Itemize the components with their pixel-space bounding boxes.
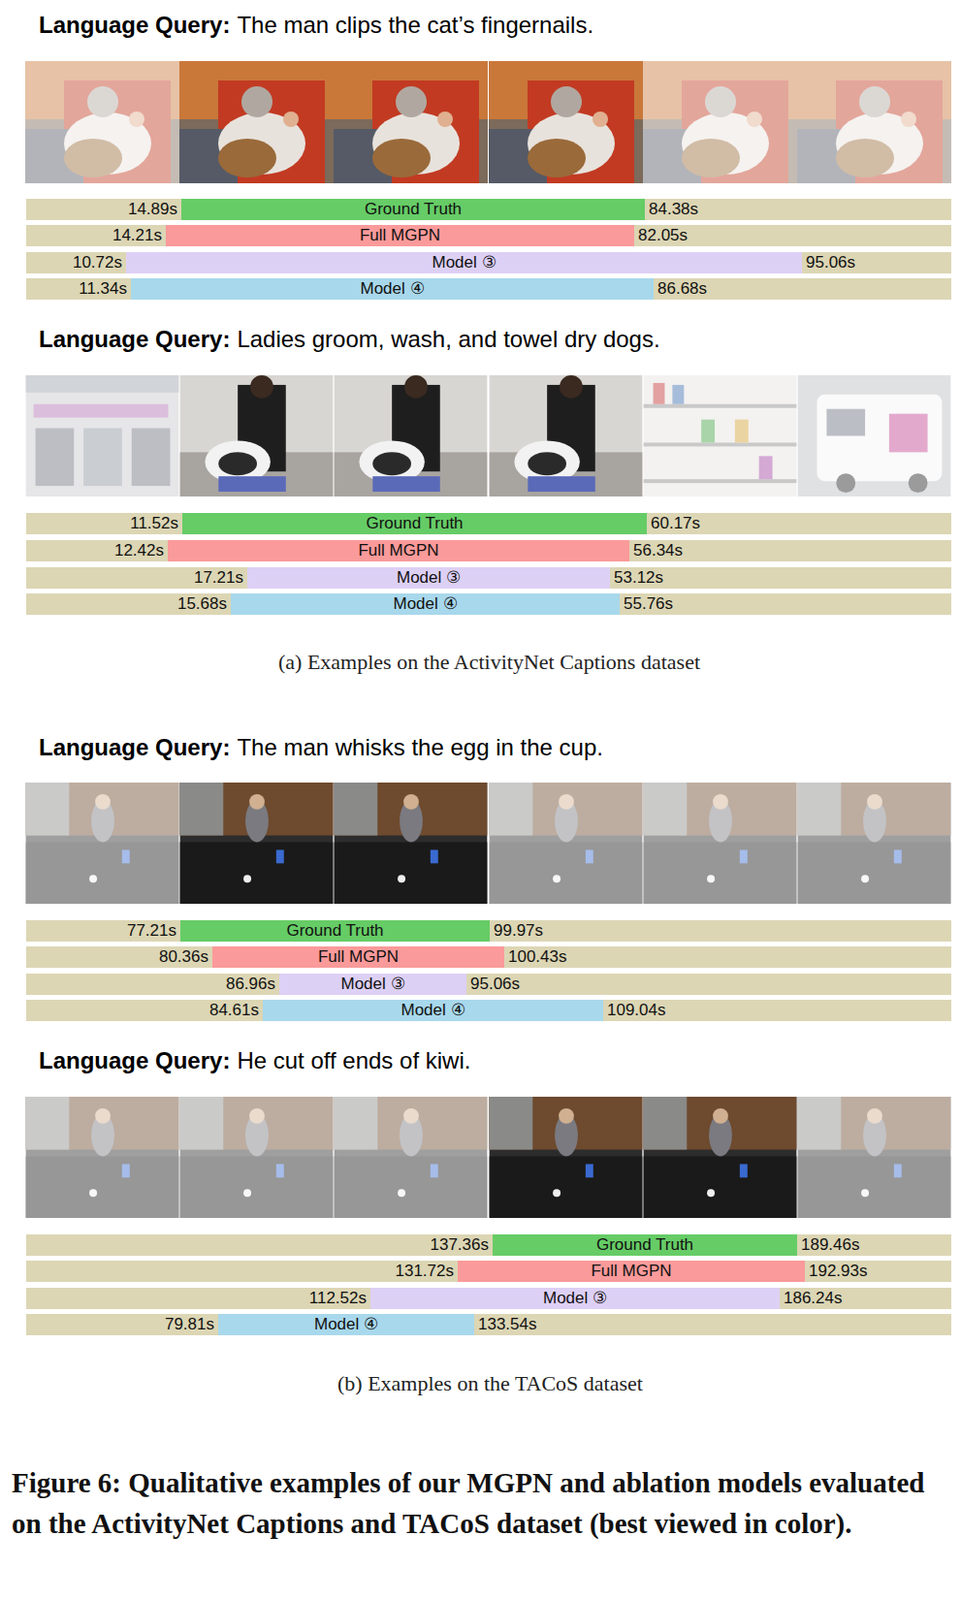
- model-name: Ground Truth: [596, 1234, 694, 1256]
- timeline-bar: Model ③ 10.72s 95.06s: [26, 252, 952, 274]
- interval-segment: Model ④: [230, 593, 620, 615]
- model-name: Model ④: [392, 593, 457, 615]
- start-time: 10.72s: [72, 252, 123, 274]
- end-time: 109.04s: [607, 999, 667, 1022]
- subfigure-caption: (b) Examples on the TACoS dataset: [337, 1371, 643, 1397]
- model-name: Model ④: [400, 999, 465, 1022]
- interval-segment: Ground Truth: [181, 198, 645, 221]
- timeline-bar: Model ④ 84.61s 109.04s: [26, 999, 952, 1022]
- timeline-bar: Model ③ 17.21s 53.12s: [26, 567, 952, 589]
- model-name: Ground Truth: [364, 198, 462, 221]
- end-time: 56.34s: [633, 540, 683, 562]
- end-time: 84.38s: [648, 198, 699, 221]
- end-time: 55.76s: [623, 593, 673, 615]
- end-time: 186.24s: [783, 1287, 843, 1310]
- start-time: 12.42s: [114, 540, 164, 562]
- end-time: 95.06s: [805, 252, 856, 274]
- start-time: 11.52s: [129, 512, 179, 535]
- timeline-bar: Full MGPN 131.72s 192.93s: [26, 1260, 952, 1282]
- start-time: 14.21s: [112, 224, 162, 247]
- model-name: Ground Truth: [286, 920, 384, 942]
- query-label: Language Query:: [38, 11, 230, 39]
- query-label: Language Query:: [38, 734, 230, 762]
- model-name: Full MGPN: [318, 946, 399, 968]
- start-time: 77.21s: [127, 920, 177, 942]
- model-name: Full MGPN: [359, 224, 441, 247]
- interval-segment: Model ③: [370, 1287, 780, 1310]
- timeline-bar: Ground Truth 14.89s 84.38s: [26, 198, 952, 221]
- end-time: 99.97s: [493, 920, 544, 942]
- end-time: 192.93s: [808, 1260, 868, 1282]
- model-name: Model ④: [359, 278, 424, 300]
- figure-caption: Figure 6: Qualitative examples of our MG…: [11, 1462, 951, 1544]
- query-text: Ladies groom, wash, and towel dry dogs.: [236, 325, 660, 353]
- timeline-bar: Ground Truth 77.21s 99.97s: [26, 920, 952, 942]
- timeline-bar: Model ③ 112.52s 186.24s: [26, 1287, 952, 1310]
- interval-segment: Model ③: [126, 252, 802, 274]
- interval-segment: Full MGPN: [165, 224, 635, 247]
- interval-segment: Model ④: [218, 1313, 475, 1336]
- end-time: 60.17s: [650, 512, 701, 535]
- model-name: Model ③: [543, 1287, 608, 1310]
- model-name: Model ③: [396, 567, 461, 589]
- timeline-bar: Full MGPN 14.21s 82.05s: [26, 224, 952, 247]
- query-label: Language Query:: [38, 325, 230, 353]
- end-time: 133.54s: [478, 1313, 538, 1336]
- start-time: 80.36s: [159, 946, 209, 968]
- interval-segment: Full MGPN: [167, 540, 630, 562]
- start-time: 17.21s: [193, 567, 244, 589]
- timeline-bar: Ground Truth 137.36s 189.46s: [26, 1234, 952, 1256]
- model-name: Ground Truth: [365, 512, 463, 535]
- end-time: 189.46s: [800, 1234, 861, 1256]
- start-time: 11.34s: [78, 278, 128, 300]
- end-time: 100.43s: [508, 946, 568, 968]
- interval-segment: Full MGPN: [457, 1260, 805, 1282]
- interval-segment: Ground Truth: [492, 1234, 798, 1256]
- start-time: 14.89s: [128, 198, 178, 221]
- model-name: Model ③: [340, 973, 405, 995]
- start-time: 112.52s: [309, 1287, 367, 1310]
- start-time: 84.61s: [209, 999, 259, 1022]
- model-name: Model ④: [314, 1313, 379, 1336]
- query-label: Language Query:: [38, 1047, 230, 1075]
- interval-segment: Model ④: [262, 999, 604, 1022]
- timeline-bar: Ground Truth 11.52s 60.17s: [26, 512, 952, 535]
- start-time: 15.68s: [177, 593, 227, 615]
- end-time: 95.06s: [470, 973, 520, 995]
- interval-segment: Full MGPN: [212, 946, 505, 968]
- timeline-bar: Model ④ 79.81s 133.54s: [26, 1313, 952, 1336]
- end-time: 53.12s: [613, 567, 664, 589]
- model-name: Full MGPN: [357, 540, 439, 562]
- query-text: The man whisks the egg in the cup.: [236, 734, 604, 762]
- end-time: 86.68s: [657, 278, 707, 300]
- start-time: 86.96s: [225, 973, 276, 995]
- interval-segment: Model ③: [279, 973, 467, 995]
- model-name: Model ③: [431, 252, 496, 274]
- timeline-bar: Full MGPN 12.42s 56.34s: [26, 540, 952, 562]
- start-time: 131.72s: [395, 1260, 455, 1282]
- query-text: He cut off ends of kiwi.: [236, 1047, 471, 1075]
- start-time: 79.81s: [164, 1313, 215, 1336]
- interval-segment: Ground Truth: [182, 512, 647, 535]
- interval-segment: Model ③: [247, 567, 610, 589]
- subfigure-caption: (a) Examples on the ActivityNet Captions…: [278, 649, 701, 675]
- timeline-bar: Full MGPN 80.36s 100.43s: [26, 946, 952, 968]
- timeline-bar: Model ④ 15.68s 55.76s: [26, 593, 952, 615]
- timeline-bar: Model ④ 11.34s 86.68s: [26, 278, 952, 300]
- interval-segment: Ground Truth: [180, 920, 490, 942]
- interval-segment: Model ④: [130, 278, 654, 300]
- query-text: The man clips the cat’s fingernails.: [236, 11, 594, 39]
- model-name: Full MGPN: [590, 1260, 672, 1282]
- start-time: 137.36s: [430, 1234, 490, 1256]
- timeline-bar: Model ③ 86.96s 95.06s: [26, 973, 952, 995]
- end-time: 82.05s: [638, 224, 688, 247]
